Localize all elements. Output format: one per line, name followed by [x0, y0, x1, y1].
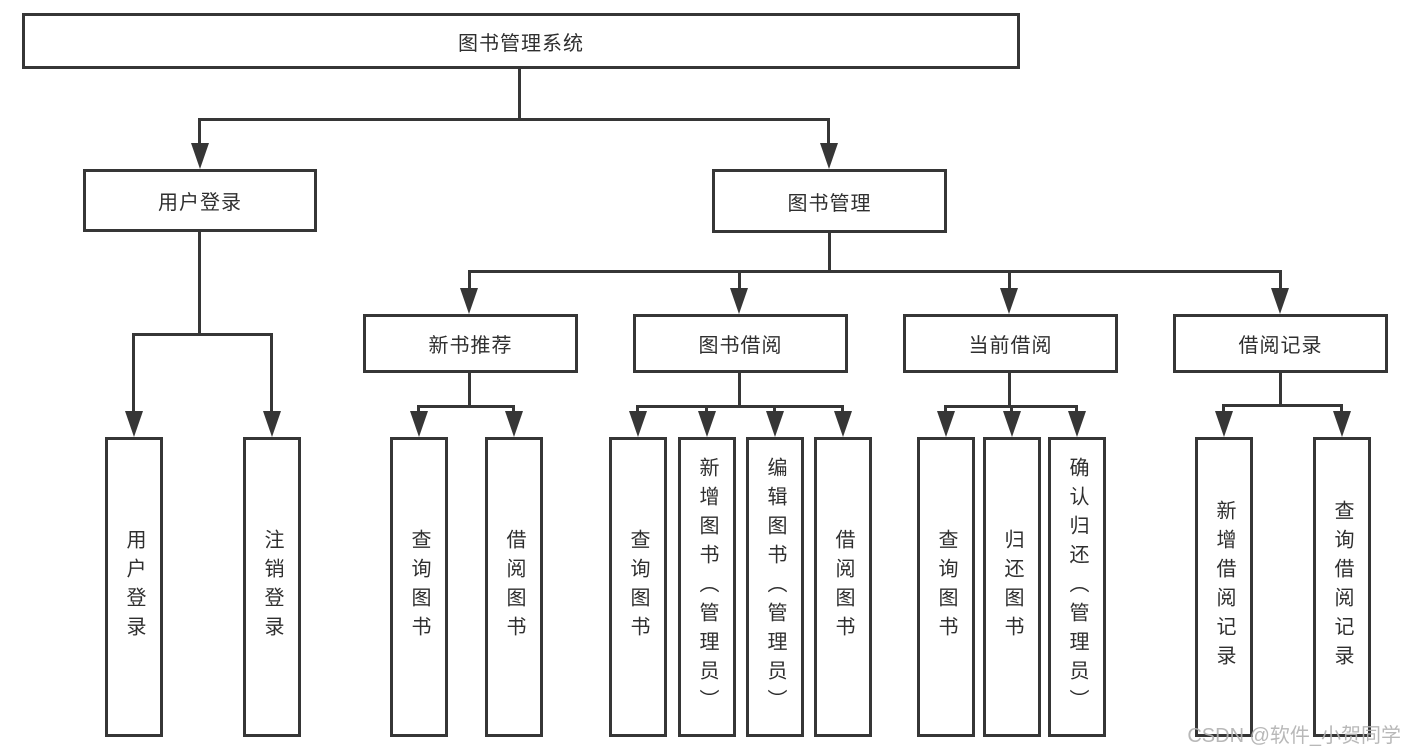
node-user-login-label: 用户登录 — [158, 192, 242, 214]
leaf-edit-book-admin: 编辑图书（管理员） — [746, 437, 804, 737]
arrow-down-icon — [820, 143, 838, 169]
node-book-borrow-label: 图书借阅 — [698, 335, 783, 357]
leaf-user-login-label: 用户登录 — [123, 529, 145, 645]
leaf-query-books-borrow-label: 查询图书 — [627, 529, 649, 645]
arrow-down-icon — [629, 411, 647, 437]
connector-line — [1279, 373, 1282, 407]
connector-line — [518, 69, 521, 118]
leaf-query-borrow-record-label: 查询借阅记录 — [1331, 500, 1353, 674]
leaf-borrow-books-recommend-label: 借阅图书 — [503, 529, 525, 645]
arrow-down-icon — [125, 411, 143, 437]
connector-line — [1279, 270, 1282, 292]
leaf-edit-book-admin-label: 编辑图书（管理员） — [764, 456, 786, 718]
arrow-down-icon — [1068, 411, 1086, 437]
arrow-down-icon — [1271, 288, 1289, 314]
leaf-add-borrow-record: 新增借阅记录 — [1195, 437, 1253, 737]
node-user-login: 用户登录 — [83, 169, 317, 232]
arrow-down-icon — [191, 143, 209, 169]
connector-line — [468, 270, 471, 292]
arrow-down-icon — [698, 411, 716, 437]
leaf-query-borrow-record: 查询借阅记录 — [1313, 437, 1371, 737]
leaf-borrow-books-borrow: 借阅图书 — [814, 437, 872, 737]
node-root-label: 图书管理系统 — [458, 32, 584, 55]
connector-line — [827, 118, 830, 148]
connector-line — [132, 333, 135, 413]
node-borrow-records-label: 借阅记录 — [1238, 335, 1323, 357]
arrow-down-icon — [766, 411, 784, 437]
node-book-management: 图书管理 — [712, 169, 947, 233]
node-new-book-recommend-label: 新书推荐 — [428, 335, 513, 357]
node-root: 图书管理系统 — [22, 13, 1020, 69]
connector-line — [828, 233, 831, 273]
arrow-down-icon — [834, 411, 852, 437]
connector-line — [417, 405, 515, 408]
leaf-return-book: 归还图书 — [983, 437, 1041, 737]
arrow-down-icon — [263, 411, 281, 437]
connector-line — [468, 270, 1282, 273]
arrow-down-icon — [730, 288, 748, 314]
node-book-borrow: 图书借阅 — [633, 314, 848, 373]
connector-line — [1008, 373, 1011, 408]
arrow-down-icon — [1000, 288, 1018, 314]
connector-line — [636, 405, 844, 408]
leaf-borrow-books-borrow-label: 借阅图书 — [832, 529, 854, 645]
arrow-down-icon — [460, 288, 478, 314]
connector-line — [738, 373, 741, 408]
connector-line — [468, 373, 471, 408]
leaf-query-books-recommend: 查询图书 — [390, 437, 448, 737]
csdn-watermark: CSDN @软件_小贺同学 — [1187, 725, 1401, 747]
node-current-borrow: 当前借阅 — [903, 314, 1118, 373]
leaf-return-book-label: 归还图书 — [1001, 529, 1023, 645]
arrow-down-icon — [410, 411, 428, 437]
leaf-query-books-current: 查询图书 — [917, 437, 975, 737]
leaf-query-books-recommend-label: 查询图书 — [408, 529, 430, 645]
connector-line — [198, 118, 201, 148]
connector-line — [132, 333, 273, 336]
node-borrow-records: 借阅记录 — [1173, 314, 1388, 373]
leaf-query-books-current-label: 查询图书 — [935, 529, 957, 645]
arrow-down-icon — [1003, 411, 1021, 437]
arrow-down-icon — [505, 411, 523, 437]
leaf-user-login: 用户登录 — [105, 437, 163, 737]
connector-line — [270, 333, 273, 413]
arrow-down-icon — [1333, 411, 1351, 437]
leaf-add-book-admin: 新增图书（管理员） — [678, 437, 736, 737]
leaf-borrow-books-recommend: 借阅图书 — [485, 437, 543, 737]
node-current-borrow-label: 当前借阅 — [968, 335, 1053, 357]
connector-line — [198, 118, 830, 121]
leaf-logout-label: 注销登录 — [261, 529, 283, 645]
leaf-add-borrow-record-label: 新增借阅记录 — [1213, 500, 1235, 674]
connector-line — [1222, 404, 1343, 407]
arrow-down-icon — [937, 411, 955, 437]
leaf-confirm-return-admin-label: 确认归还（管理员） — [1066, 456, 1088, 718]
node-book-management-label: 图书管理 — [787, 192, 872, 215]
connector-line — [198, 232, 201, 336]
leaf-add-book-admin-label: 新增图书（管理员） — [696, 456, 718, 718]
connector-line — [738, 270, 741, 292]
leaf-confirm-return-admin: 确认归还（管理员） — [1048, 437, 1106, 737]
leaf-logout: 注销登录 — [243, 437, 301, 737]
leaf-query-books-borrow: 查询图书 — [609, 437, 667, 737]
connector-line — [1008, 270, 1011, 292]
arrow-down-icon — [1215, 411, 1233, 437]
node-new-book-recommend: 新书推荐 — [363, 314, 578, 373]
